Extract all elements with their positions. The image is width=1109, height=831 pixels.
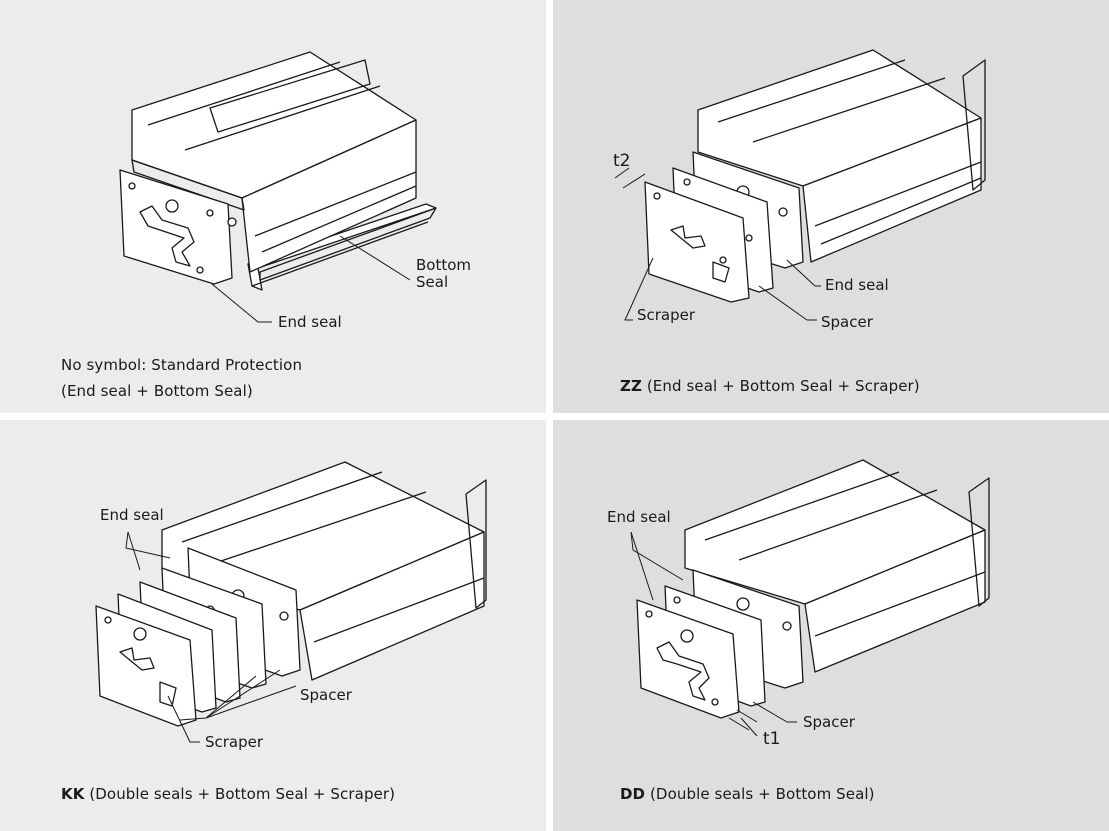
block-diagram-kk: End seal Spacer Scraper xyxy=(95,461,487,751)
t2-label: t2 xyxy=(613,151,630,171)
block-diagram-standard: Bottom Seal End seal xyxy=(119,51,471,331)
end-seal-inner-drawing xyxy=(636,599,740,719)
caption-standard: No symbol: Standard Protection (End seal… xyxy=(61,352,302,404)
caption-code: DD xyxy=(620,785,646,803)
caption-line-1: No symbol: Standard Protection xyxy=(61,356,303,374)
block-body-drawing xyxy=(697,49,986,263)
t1-label: t1 xyxy=(763,729,780,749)
caption-text: (Double seals + Bottom Seal + Scraper) xyxy=(84,785,396,803)
end-seal-drawing xyxy=(119,169,237,285)
scraper-label: Scraper xyxy=(637,306,696,324)
block-diagram-dd: End seal Spacer t1 xyxy=(607,459,990,749)
caption-text: (Double seals + Bottom Seal) xyxy=(645,785,875,803)
panel-kk: End seal Spacer Scraper KK (Double seals… xyxy=(0,420,546,831)
end-seal-label: End seal xyxy=(100,506,164,524)
block-body-drawing xyxy=(684,459,990,673)
caption-line-2: (End seal + Bottom Seal) xyxy=(61,382,253,400)
scraper-drawing xyxy=(644,181,750,303)
panel-dd: End seal Spacer t1 DD (Double seals + Bo… xyxy=(553,420,1109,831)
caption-code: KK xyxy=(61,785,85,803)
spacer-label: Spacer xyxy=(821,313,874,331)
panel-zz: t2 Scraper Spacer End seal ZZ (End seal … xyxy=(553,0,1109,413)
bottom-seal-label-1: Bottom xyxy=(416,256,471,274)
end-seal-label: End seal xyxy=(825,276,889,294)
bottom-seal-label-2: Seal xyxy=(416,273,448,291)
scraper-drawing xyxy=(95,605,197,727)
end-seal-label: End seal xyxy=(607,508,671,526)
block-diagram-zz: t2 Scraper Spacer End seal xyxy=(613,49,986,331)
scraper-label: Scraper xyxy=(205,733,264,751)
caption-kk: KK (Double seals + Bottom Seal + Scraper… xyxy=(61,781,395,807)
panel-standard-protection: Bottom Seal End seal No symbol: Standard… xyxy=(0,0,546,413)
end-seal-label: End seal xyxy=(278,313,342,331)
spacer-label: Spacer xyxy=(300,686,353,704)
caption-code: ZZ xyxy=(620,377,642,395)
spacer-label: Spacer xyxy=(803,713,856,731)
caption-zz: ZZ (End seal + Bottom Seal + Scraper) xyxy=(620,373,920,399)
caption-dd: DD (Double seals + Bottom Seal) xyxy=(620,781,875,807)
caption-text: (End seal + Bottom Seal + Scraper) xyxy=(641,377,920,395)
block-body-drawing xyxy=(131,51,417,273)
